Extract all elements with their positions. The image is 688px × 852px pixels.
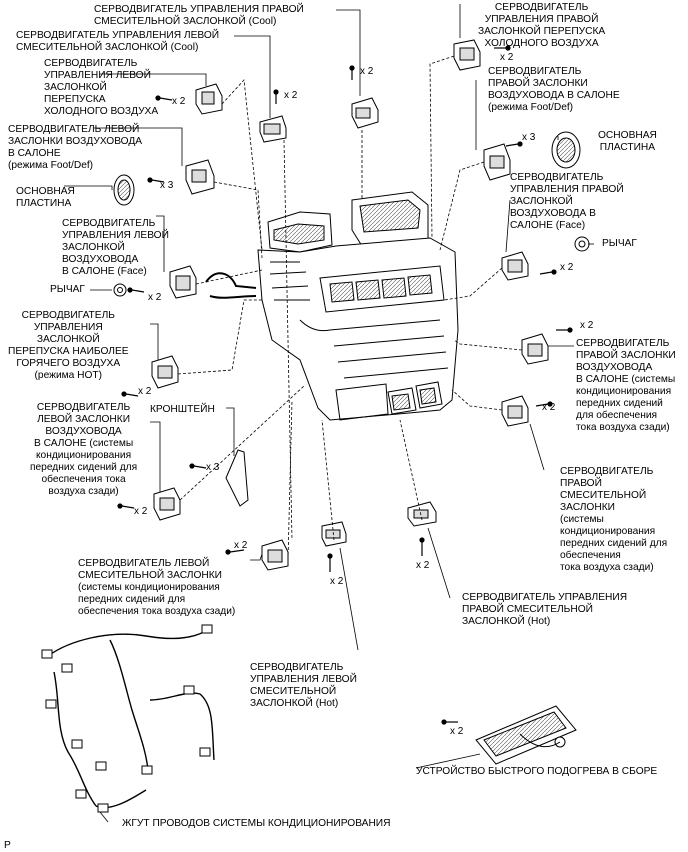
label-sv-right-mix-rear: СЕРВОДВИГАТЕЛЬ ПРАВОЙ СМЕСИТЕЛЬНОЙ ЗАСЛО…	[560, 466, 668, 573]
qty-left-mix-cool: x 2	[284, 90, 298, 101]
part-hot-bypass	[151, 355, 179, 389]
label-quick-heater: УСТРОЙСТВО БЫСТРОГО ПОДОГРЕВА В СБОРЕ	[416, 766, 658, 777]
leader-lines	[64, 4, 594, 823]
qty-right-rear: x 2	[580, 320, 594, 331]
part-bracket	[225, 449, 249, 507]
qty-left-cold-bypass: x 2	[172, 96, 186, 107]
label-lever-left: РЫЧАГ	[50, 284, 85, 295]
qty-left-mix-hot: x 2	[330, 576, 344, 587]
label-lever-right: РЫЧАГ	[602, 238, 637, 249]
label-sv-right-face: СЕРВОДВИГАТЕЛЬ УПРАВЛЕНИЯ ПРАВОЙ ЗАСЛОНК…	[510, 172, 624, 231]
label-sv-right-rear: СЕРВОДВИГАТЕЛЬ ПРАВОЙ ЗАСЛОНКИ ВОЗДУХОВО…	[576, 338, 676, 433]
ac-unit-housing	[205, 191, 459, 421]
part-right-foot-def	[483, 143, 511, 181]
assembly-lines	[177, 55, 523, 561]
label-sv-hot-bypass: СЕРВОДВИГАТЕЛЬ УПРАВЛЕНИЯ ЗАСЛОНКОЙ ПЕРЕ…	[8, 310, 129, 381]
label-sv-left-mix-cool: СЕРВОДВИГАТЕЛЬ УПРАВЛЕНИЯ ЛЕВОЙ СМЕСИТЕЛ…	[16, 30, 220, 53]
label-sv-right-mix-hot: СЕРВОДВИГАТЕЛЬ УПРАВЛЕНИЯ ПРАВОЙ СМЕСИТЕ…	[462, 592, 628, 627]
label-sv-left-foot-def: СЕРВОДВИГАТЕЛЬ ЛЕВОЙ ЗАСЛОНКИ ВОЗДУХОВОД…	[8, 124, 143, 171]
qty-right-mix-hot: x 2	[416, 560, 430, 571]
part-right-face	[501, 251, 529, 281]
qty-right-mix-rear: x 2	[542, 402, 556, 413]
part-base-plate-right	[551, 131, 581, 169]
part-left-mix-cool	[259, 115, 287, 143]
part-lever-left	[113, 283, 127, 297]
label-sv-left-cold-bypass: СЕРВОДВИГАТЕЛЬ УПРАВЛЕНИЯ ЛЕВОЙ ЗАСЛОНКО…	[44, 58, 159, 117]
qty-right-mix-cool: x 2	[360, 66, 374, 77]
part-right-cold-bypass	[453, 39, 481, 71]
qty-hot-bypass: x 2	[138, 386, 152, 397]
part-left-mix-hot	[321, 521, 347, 547]
part-lever-right	[574, 236, 590, 252]
part-left-face	[169, 265, 197, 299]
qty-left-face: x 2	[148, 292, 162, 303]
qty-left-foot-def: x 3	[160, 180, 174, 191]
label-sv-left-mix-rear: СЕРВОДВИГАТЕЛЬ ЛЕВОЙ СМЕСИТЕЛЬНОЙ ЗАСЛОН…	[78, 558, 236, 617]
label-base-plate-left: ОСНОВНАЯ ПЛАСТИНА	[16, 186, 75, 209]
part-left-foot-def	[185, 159, 215, 195]
qty-right-face: x 2	[560, 262, 574, 273]
part-right-mix-hot	[407, 501, 437, 527]
label-sv-right-foot-def: СЕРВОДВИГАТЕЛЬ ПРАВОЙ ЗАСЛОНКИ ВОЗДУХОВО…	[488, 66, 620, 113]
part-right-mix-rear	[501, 395, 529, 427]
label-base-plate-right: ОСНОВНАЯ ПЛАСТИНА	[598, 130, 657, 153]
qty-right-foot-def: x 3	[522, 132, 536, 143]
part-right-mix-cool	[351, 97, 379, 129]
label-sv-left-face: СЕРВОДВИГАТЕЛЬ УПРАВЛЕНИЯ ЛЕВОЙ ЗАСЛОНКО…	[62, 218, 169, 277]
qty-quick-heater: x 2	[450, 726, 464, 737]
part-left-rear	[153, 487, 181, 521]
label-sv-left-mix-hot: СЕРВОДВИГАТЕЛЬ УПРАВЛЕНИЯ ЛЕВОЙ СМЕСИТЕЛ…	[250, 662, 357, 709]
qty-left-rear: x 2	[134, 506, 148, 517]
qty-bracket: x 3	[206, 462, 220, 473]
part-wire-harness	[41, 624, 215, 813]
label-sv-right-cold-bypass: СЕРВОДВИГАТЕЛЬ УПРАВЛЕНИЯ ПРАВОЙ ЗАСЛОНК…	[478, 2, 606, 49]
part-quick-heater	[475, 705, 577, 765]
corner-mark: P	[4, 840, 11, 851]
label-bracket: КРОНШТЕЙН	[150, 404, 215, 415]
part-left-mix-rear	[261, 539, 289, 571]
qty-right-cold-bypass: x 2	[500, 52, 514, 63]
part-base-plate-left	[113, 174, 135, 206]
label-sv-left-rear: СЕРВОДВИГАТЕЛЬ ЛЕВОЙ ЗАСЛОНКИ ВОЗДУХОВОД…	[30, 402, 138, 497]
part-left-cold-bypass	[195, 83, 223, 115]
part-right-rear	[521, 333, 549, 365]
label-sv-right-mix-cool: СЕРВОДВИГАТЕЛЬ УПРАВЛЕНИЯ ПРАВОЙ СМЕСИТЕ…	[94, 4, 304, 27]
screws	[117, 45, 573, 725]
label-harness: ЖГУТ ПРОВОДОВ СИСТЕМЫ КОНДИЦИОНИРОВАНИЯ	[122, 818, 391, 829]
qty-left-mix-rear: x 2	[234, 540, 248, 551]
